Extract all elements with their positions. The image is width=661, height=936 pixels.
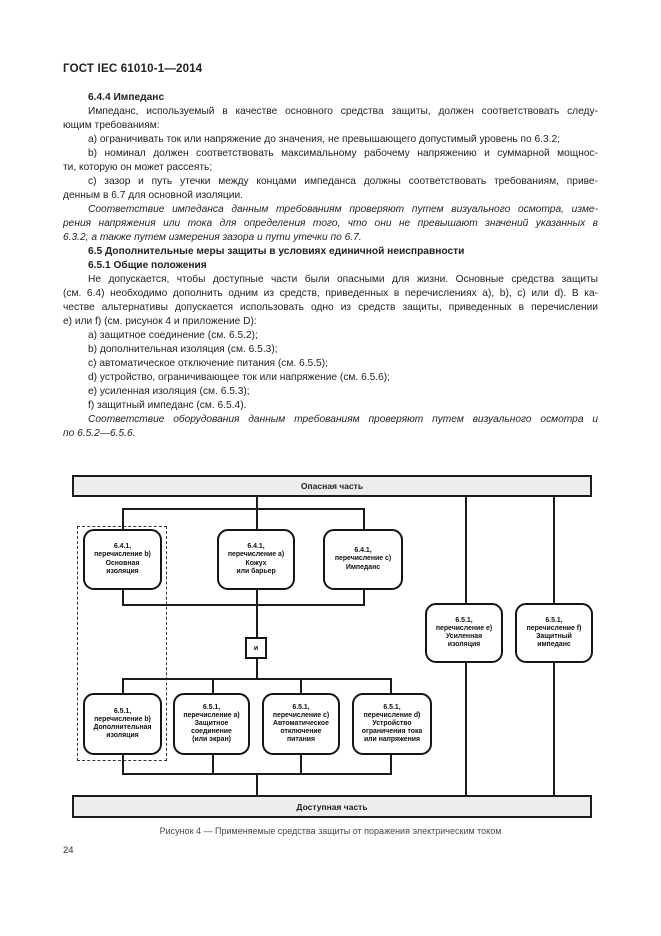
- box-item: перечисление b): [94, 715, 151, 723]
- accessible-part-bar: Доступная часть: [72, 795, 592, 818]
- box-name: Импеданс: [345, 563, 381, 571]
- box-protective-bonding: 6.5.1, перечисление a) Защитное соединен…: [173, 693, 250, 755]
- connector-line: [363, 508, 365, 529]
- box-reinforced-insulation: 6.5.1, перечисление e) Усиленная изоляци…: [425, 603, 503, 663]
- connector-line: [390, 755, 392, 773]
- connector-line: [390, 678, 392, 693]
- box-ref: 6.5.1,: [383, 703, 401, 711]
- connector-line: [363, 590, 365, 604]
- box-item: перечисление b): [94, 551, 151, 559]
- box-basic-insulation: 6.4.1, перечисление b) Основная изоляция: [83, 529, 162, 590]
- text-line: честве альтернативы допускается использо…: [63, 302, 598, 313]
- list-item-f: f) защитный импеданс (см. 6.5.4).: [88, 400, 247, 411]
- connector-line: [122, 590, 124, 604]
- box-ref: 6.4.1,: [113, 543, 132, 551]
- box-item: перечисление a): [227, 551, 285, 559]
- text-line: Не допускается, чтобы доступные части бы…: [88, 274, 598, 285]
- box-name: Усиленная изоляция: [445, 633, 483, 649]
- list-item-c: c) зазор и путь утечки между концами имп…: [88, 176, 598, 187]
- box-name: Основная изоляция: [105, 559, 140, 575]
- list-item-a: a) защитное соединение (см. 6.5.2);: [88, 330, 258, 341]
- box-name: Защитное соединение (или экран): [191, 719, 232, 744]
- connector-line: [256, 773, 258, 795]
- compliance-note-line: по 6.5.2—6.5.6.: [63, 428, 136, 439]
- list-item-b: b) дополнительная изоляция (см. 6.5.3);: [88, 344, 278, 355]
- heading-6-4-4: 6.4.4 Импеданс: [88, 92, 165, 103]
- box-item: перечисление e): [435, 624, 493, 632]
- box-item: перечисление c): [272, 711, 330, 719]
- document-header: ГОСТ IEC 61010-1—2014: [63, 63, 203, 75]
- list-item-e: e) усиленная изоляция (см. 6.5.3);: [88, 386, 250, 397]
- connector-line: [256, 508, 258, 529]
- list-item-b: b) номинал должен соответствовать максим…: [88, 148, 598, 159]
- compliance-note-line: 6.3.2, а также путем измерения зазора и …: [63, 232, 362, 243]
- and-connector-box: и: [245, 637, 267, 659]
- accessible-part-label: Доступная часть: [296, 801, 368, 812]
- box-item: перечисление d): [363, 711, 421, 719]
- connector-line: [300, 678, 302, 693]
- box-name: Защитный импеданс: [536, 633, 572, 649]
- connector-line: [256, 604, 258, 637]
- heading-6-5-1: 6.5.1 Общие положения: [88, 260, 207, 271]
- box-enclosure-or-barrier: 6.4.1, перечисление a) Кожух или барьер: [217, 529, 295, 590]
- document-text-block: 6.4.4 Импеданс Импеданс, используемый в …: [63, 91, 598, 441]
- list-item-a: a) ограничивать ток или напряжение до зн…: [88, 134, 560, 145]
- box-item: перечисление c): [334, 555, 392, 563]
- heading-6-5: 6.5 Дополнительные меры защиты в условия…: [88, 246, 465, 257]
- list-item-c: c) автоматическое отключение питания (см…: [88, 358, 328, 369]
- figure-4-diagram: Опасная часть Доступная часть 6.4.1, пер…: [70, 473, 594, 820]
- connector-line: [212, 755, 214, 773]
- connector-line: [122, 755, 124, 773]
- connector-line: [122, 508, 124, 529]
- compliance-note-line: Соответствие оборудования данным требова…: [88, 414, 598, 425]
- text-line: Импеданс, используемый в качестве основн…: [88, 106, 598, 117]
- box-automatic-disconnection: 6.5.1, перечисление c) Автоматическое от…: [262, 693, 340, 755]
- and-connector-label: и: [253, 644, 259, 652]
- text-line: (см. 6.4) необходимо дополнить одним из …: [63, 288, 598, 299]
- compliance-note-line: рения напряжения или тока для определени…: [63, 218, 598, 229]
- hazardous-part-bar: Опасная часть: [72, 475, 592, 497]
- text-line: e) или f) (см. рисунок 4 и приложение D)…: [63, 316, 257, 327]
- connector-line: [300, 755, 302, 773]
- box-limiting-device: 6.5.1, перечисление d) Устройство ограни…: [352, 693, 432, 755]
- box-ref: 6.5.1,: [202, 703, 221, 711]
- connector-line: [122, 508, 365, 510]
- text-line: ющим требованиям:: [63, 120, 160, 131]
- connector-line: [122, 678, 392, 680]
- box-supplementary-insulation: 6.5.1, перечисление b) Дополнительная из…: [83, 693, 162, 755]
- connector-line: [122, 604, 365, 606]
- hazardous-part-label: Опасная часть: [300, 481, 364, 491]
- page-number: 24: [63, 845, 74, 856]
- compliance-note-line: Соответствие импеданса данным требования…: [88, 204, 598, 215]
- box-ref: 6.5.1,: [292, 703, 310, 711]
- box-impedance: 6.4.1, перечисление c) Импеданс: [323, 529, 403, 590]
- box-name: Кожух или барьер: [236, 559, 276, 575]
- box-ref: 6.4.1,: [247, 543, 265, 551]
- connector-line: [256, 497, 258, 508]
- text-line: ти, которую он может рассеять;: [63, 162, 213, 173]
- connector-line: [122, 678, 124, 693]
- box-ref: 6.4.1,: [354, 547, 372, 555]
- box-name: Автоматическое отключение питания: [273, 719, 329, 744]
- box-item: перечисление a): [183, 711, 240, 719]
- connector-line: [256, 590, 258, 604]
- box-ref: 6.5.1,: [455, 616, 473, 624]
- connector-line: [212, 678, 214, 693]
- box-name: Дополнительная изоляция: [93, 724, 152, 740]
- box-protective-impedance: 6.5.1, перечисление f) Защитный импеданс: [515, 603, 593, 663]
- text-line: денным в 6.7 для основной изоляции.: [63, 190, 243, 201]
- connector-line: [256, 659, 258, 678]
- figure-caption: Рисунок 4 — Применяемые средства защиты …: [159, 826, 502, 836]
- list-item-d: d) устройство, ограничивающее ток или на…: [88, 372, 390, 383]
- box-ref: 6.5.1,: [545, 616, 563, 624]
- box-item: перечисление f): [526, 624, 582, 632]
- box-ref: 6.5.1,: [113, 707, 132, 715]
- box-name: Устройство ограничения тока или напряжен…: [361, 719, 423, 744]
